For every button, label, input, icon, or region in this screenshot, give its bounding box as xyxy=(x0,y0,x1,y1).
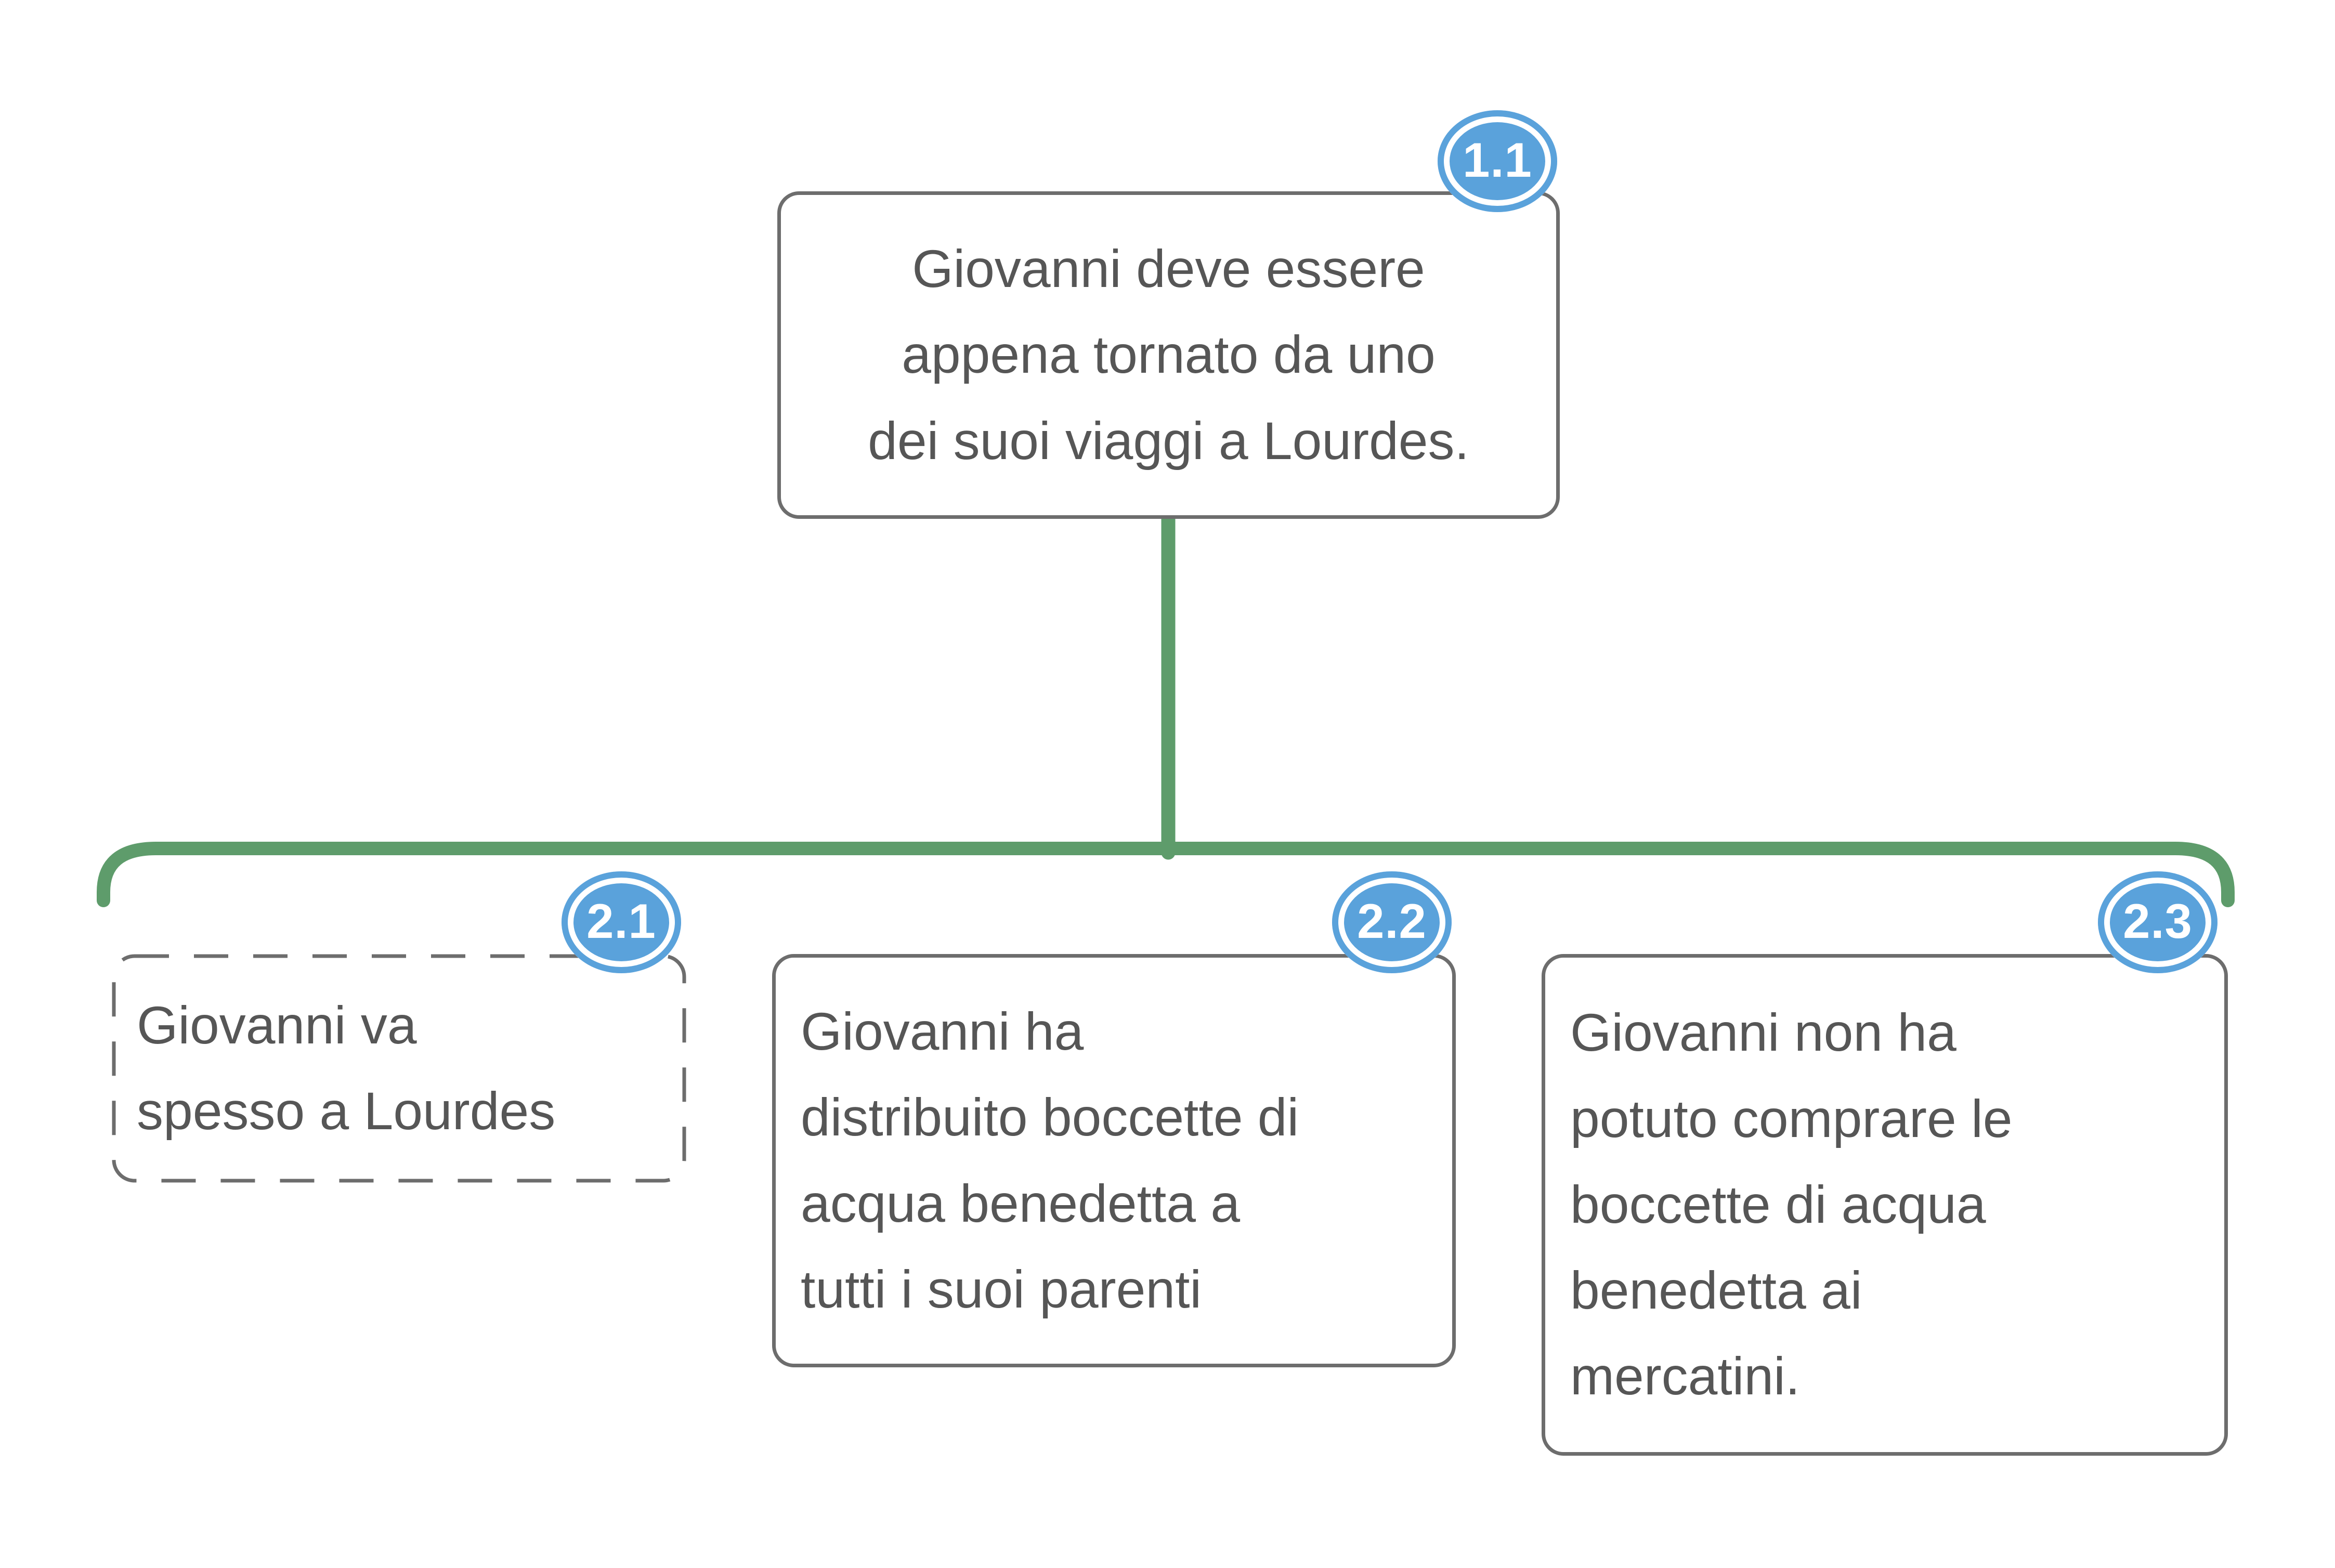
node-child-2-badge-label: 2.2 xyxy=(1357,894,1427,948)
node-child-3-text: Giovanni non ha potuto comprare le bocce… xyxy=(1570,1003,2013,1406)
node-child-2-text: Giovanni ha distribuito boccette di acqu… xyxy=(801,1002,1299,1319)
connector-bracket xyxy=(97,842,2235,907)
node-child-2[interactable]: Giovanni ha distribuito boccette di acqu… xyxy=(772,954,1456,1367)
node-root-text: Giovanni deve essere appena tornato da u… xyxy=(868,239,1469,471)
node-child-1-badge-label: 2.1 xyxy=(586,894,656,948)
node-root-badge[interactable]: 1.1 xyxy=(1438,110,1557,212)
node-root[interactable]: Giovanni deve essere appena tornato da u… xyxy=(777,191,1560,519)
node-child-3[interactable]: Giovanni non ha potuto comprare le bocce… xyxy=(1542,954,2228,1456)
node-child-3-badge[interactable]: 2.3 xyxy=(2098,871,2217,973)
node-child-3-badge-label: 2.3 xyxy=(2123,894,2193,948)
node-root-badge-label: 1.1 xyxy=(1463,133,1532,187)
node-child-1-badge[interactable]: 2.1 xyxy=(562,871,681,973)
node-child-2-badge[interactable]: 2.2 xyxy=(1332,871,1452,973)
node-child-1[interactable]: Giovanni va spesso a Lourdes xyxy=(112,954,686,1183)
node-child-1-text: Giovanni va spesso a Lourdes xyxy=(137,995,556,1141)
